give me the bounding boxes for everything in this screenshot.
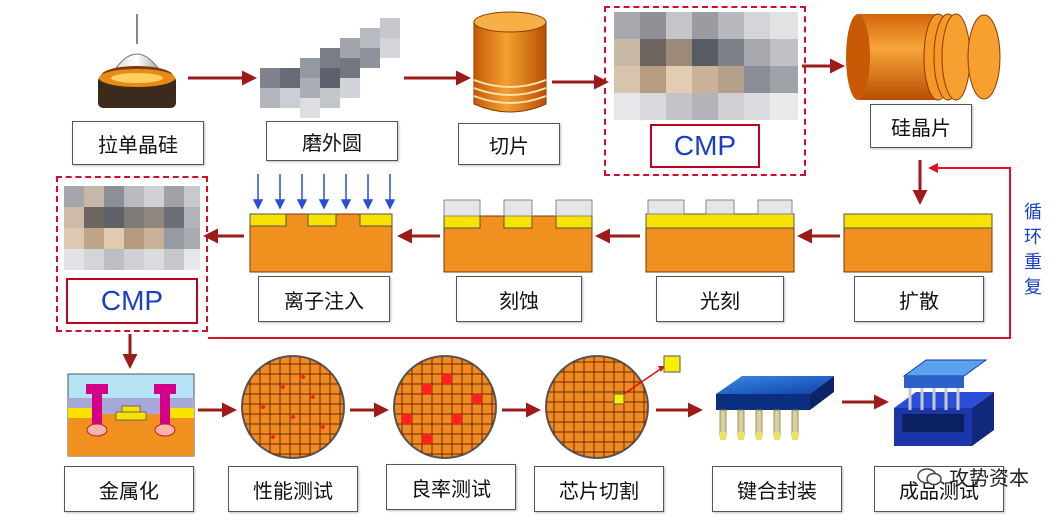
step-wafer: 硅晶片 <box>870 104 972 148</box>
yield-test-wafer <box>393 355 497 459</box>
diffusion-diagram <box>843 213 993 273</box>
loop-char-4: 复 <box>1024 277 1042 298</box>
step-bond-package: 键合封装 <box>712 466 842 512</box>
loop-char-2: 环 <box>1024 227 1042 248</box>
step-pull-crystal: 拉单晶硅 <box>72 121 204 165</box>
etch-diagram <box>443 199 593 273</box>
step-cmp-top: CMP <box>650 124 760 168</box>
cmp-top-highlight-box <box>604 6 806 176</box>
crystal-puller-icon <box>98 14 176 108</box>
step-yield-test: 良率测试 <box>386 464 516 510</box>
loop-char-3: 重 <box>1024 252 1042 273</box>
step-cmp-mid: CMP <box>66 278 198 324</box>
lithography-diagram <box>645 199 795 273</box>
step-die-cut: 芯片切割 <box>534 466 664 512</box>
bond-package-chip <box>716 376 834 440</box>
step-ion-implant: 离子注入 <box>258 276 390 322</box>
ingot-slices-icon <box>473 11 547 113</box>
step-grind-round: 磨外圆 <box>266 121 398 161</box>
ion-implant-diagram <box>249 174 396 273</box>
step-lithography: 光刻 <box>656 276 784 322</box>
loop-line <box>208 163 1011 339</box>
cmp-mid-photo <box>64 186 200 270</box>
step-diffusion: 扩散 <box>854 276 984 322</box>
step-slice: 切片 <box>458 123 560 165</box>
loop-char-1: 循 <box>1024 202 1042 223</box>
final-test-socket <box>894 359 994 446</box>
perf-test-wafer <box>241 355 345 459</box>
step-etch: 刻蚀 <box>456 276 582 322</box>
cmp-mid-highlight-box <box>56 176 208 332</box>
loop-repeat-label: 循 环 重 复 <box>1020 200 1046 300</box>
wechat-icon <box>917 467 942 485</box>
silicon-wafer-icon <box>846 13 1001 101</box>
watermark: 攻势资本 <box>917 462 1029 491</box>
step-metallization: 金属化 <box>64 466 194 512</box>
die-cut-wafer <box>545 355 681 459</box>
step-perf-test: 性能测试 <box>228 466 358 512</box>
metallization-diagram <box>67 373 195 457</box>
watermark-text: 攻势资本 <box>949 466 1029 490</box>
cmp-top-photo <box>614 12 798 120</box>
grind-round-photo <box>260 18 400 118</box>
